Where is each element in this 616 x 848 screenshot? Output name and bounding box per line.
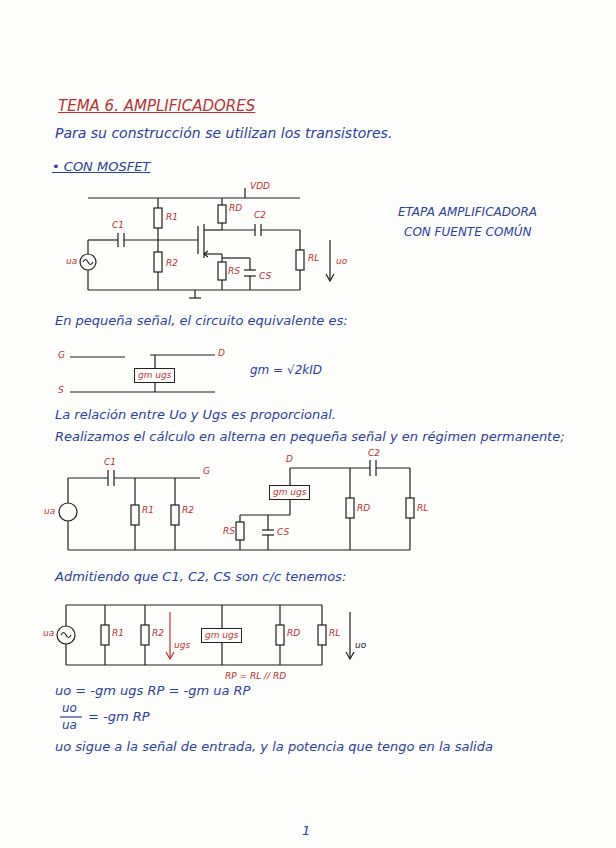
page-title: TEMA 6. AMPLIFICADORES — [58, 98, 255, 115]
equation: = -gm RP — [88, 710, 150, 725]
stage-note: ETAPA AMPLIFICADORA — [398, 206, 537, 220]
fraction-bar — [60, 716, 82, 717]
simplified-circuit — [57, 605, 354, 665]
note-text: uo sigue a la señal de entrada, y la pot… — [55, 740, 493, 755]
part-label: RD — [287, 628, 300, 638]
current-source-box: gm ugs — [201, 628, 242, 643]
part-label: R1 — [112, 628, 124, 638]
part-label: RS — [228, 266, 240, 276]
signal-name: ua — [43, 628, 54, 638]
current-source-box: gm ugs — [269, 485, 310, 500]
section-heading: • CON MOSFET — [52, 160, 150, 175]
part-label: RL — [417, 503, 428, 513]
note-text: En pequeña señal, el circuito equivalent… — [55, 314, 348, 329]
small-signal-model — [70, 355, 215, 392]
part-label: RD — [229, 203, 242, 213]
signal-name: ua — [66, 256, 77, 266]
part-label: R2 — [152, 628, 164, 638]
part-label: RL — [308, 253, 319, 263]
page-number: 1 — [302, 824, 310, 839]
common-source-circuit — [80, 188, 334, 298]
pin-name: D — [218, 348, 225, 358]
formula: gm = √2kID — [250, 364, 322, 378]
part-label: C2 — [254, 210, 266, 220]
current-source-box: gm ugs — [134, 368, 175, 383]
signal-name: uo — [336, 256, 347, 266]
part-label: R2 — [166, 258, 178, 268]
signal-name: ua — [44, 506, 55, 516]
note-text: Admitiendo que C1, C2, CS son c/c tenemo… — [55, 570, 346, 585]
pin-name: S — [58, 385, 64, 395]
pin-name: D — [286, 454, 293, 464]
stage-note: CON FUENTE COMÚN — [404, 226, 532, 240]
part-label: C1 — [104, 457, 116, 467]
part-label: CS — [259, 271, 271, 281]
source-label: gm ugs — [205, 630, 238, 640]
signal-name: uo — [355, 640, 366, 650]
note-text: Para su construcción se utilizan los tra… — [55, 125, 392, 141]
part-label: R2 — [182, 505, 194, 515]
part-label: C1 — [112, 220, 124, 230]
note-text: La relación entre Uo y Ugs es proporcion… — [55, 408, 336, 423]
ac-circuit — [59, 460, 414, 550]
note-text: Realizamos el cálculo en alterna en pequ… — [55, 430, 565, 445]
equation: ua — [62, 719, 77, 733]
part-label: C2 — [368, 448, 380, 458]
equation: RP = RL // RD — [225, 671, 286, 681]
part-label: R1 — [142, 505, 154, 515]
signal-name: ugs — [174, 640, 190, 650]
part-label: RS — [223, 526, 235, 536]
part-label: RD — [357, 503, 370, 513]
signal-name: VDD — [250, 181, 270, 191]
equation: uo — [62, 702, 77, 716]
source-label: gm ugs — [273, 487, 306, 497]
equation: uo = -gm ugs RP = -gm ua RP — [55, 684, 250, 699]
source-label: gm ugs — [138, 370, 171, 380]
pin-name: G — [203, 466, 210, 476]
part-label: RL — [329, 628, 340, 638]
part-label: R1 — [166, 212, 178, 222]
pin-name: G — [58, 350, 65, 360]
part-label: CS — [277, 527, 289, 537]
